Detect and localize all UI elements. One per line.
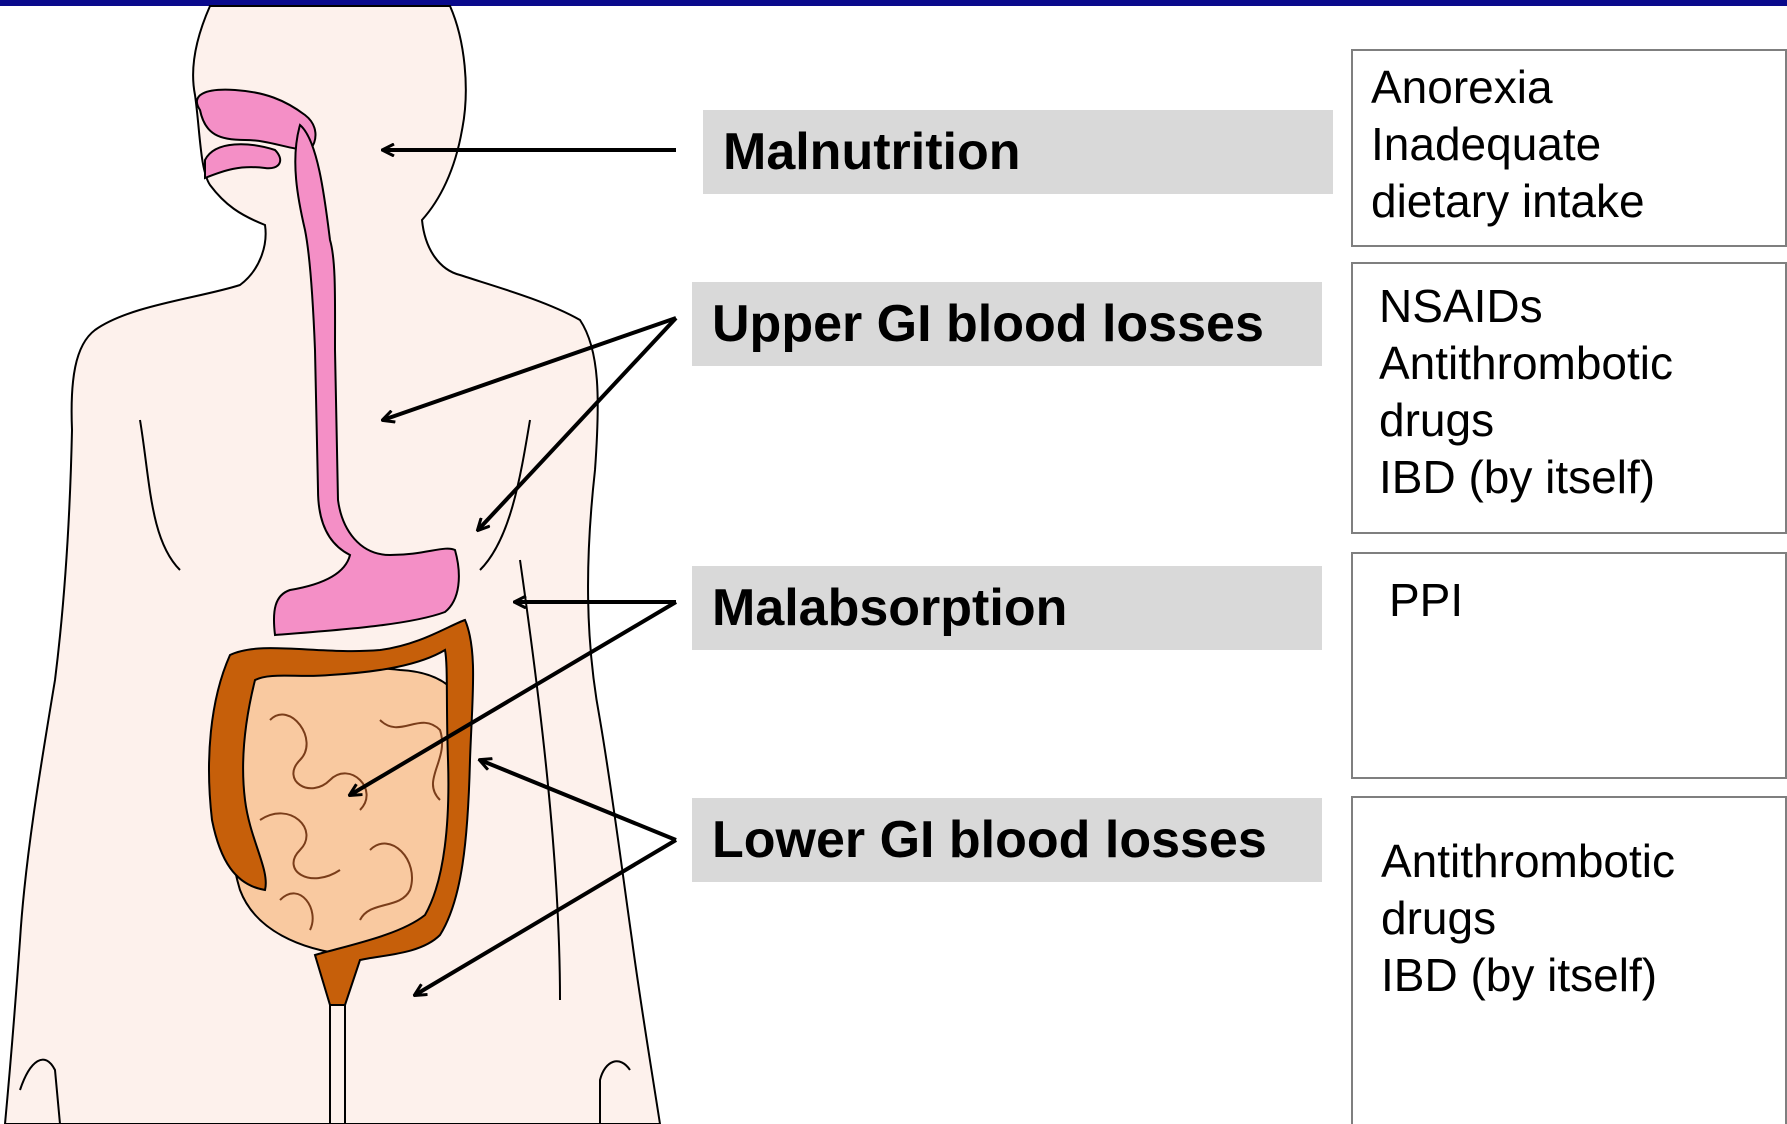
causes-malnutrition-box: Anorexia Inadequate dietary intake: [1351, 49, 1787, 247]
cause-line: dietary intake: [1371, 173, 1785, 230]
label-upper-gi-text: Upper GI blood losses: [712, 294, 1264, 354]
cause-line: drugs: [1379, 392, 1785, 449]
label-upper-gi-blood-losses: Upper GI blood losses: [692, 282, 1322, 366]
label-malabsorption: Malabsorption: [692, 566, 1322, 650]
cause-line: IBD (by itself): [1379, 449, 1785, 506]
label-lower-gi-text: Lower GI blood losses: [712, 810, 1267, 870]
cause-line: NSAIDs: [1379, 278, 1785, 335]
cause-line: Antithrombotic: [1379, 335, 1785, 392]
label-malnutrition: Malnutrition: [703, 110, 1333, 194]
causes-malabsorption-box: PPI: [1351, 552, 1787, 779]
cause-line: Inadequate: [1371, 116, 1785, 173]
cause-line: IBD (by itself): [1381, 947, 1785, 1004]
causes-upper-gi-box: NSAIDs Antithrombotic drugs IBD (by itse…: [1351, 262, 1787, 534]
cause-line: Antithrombotic: [1381, 833, 1785, 890]
cause-line: PPI: [1389, 572, 1785, 629]
label-malabsorption-text: Malabsorption: [712, 578, 1067, 638]
causes-lower-gi-box: Antithrombotic drugs IBD (by itself): [1351, 796, 1787, 1124]
label-lower-gi-blood-losses: Lower GI blood losses: [692, 798, 1322, 882]
cause-line: drugs: [1381, 890, 1785, 947]
cause-line: Anorexia: [1371, 59, 1785, 116]
label-malnutrition-text: Malnutrition: [723, 122, 1021, 182]
